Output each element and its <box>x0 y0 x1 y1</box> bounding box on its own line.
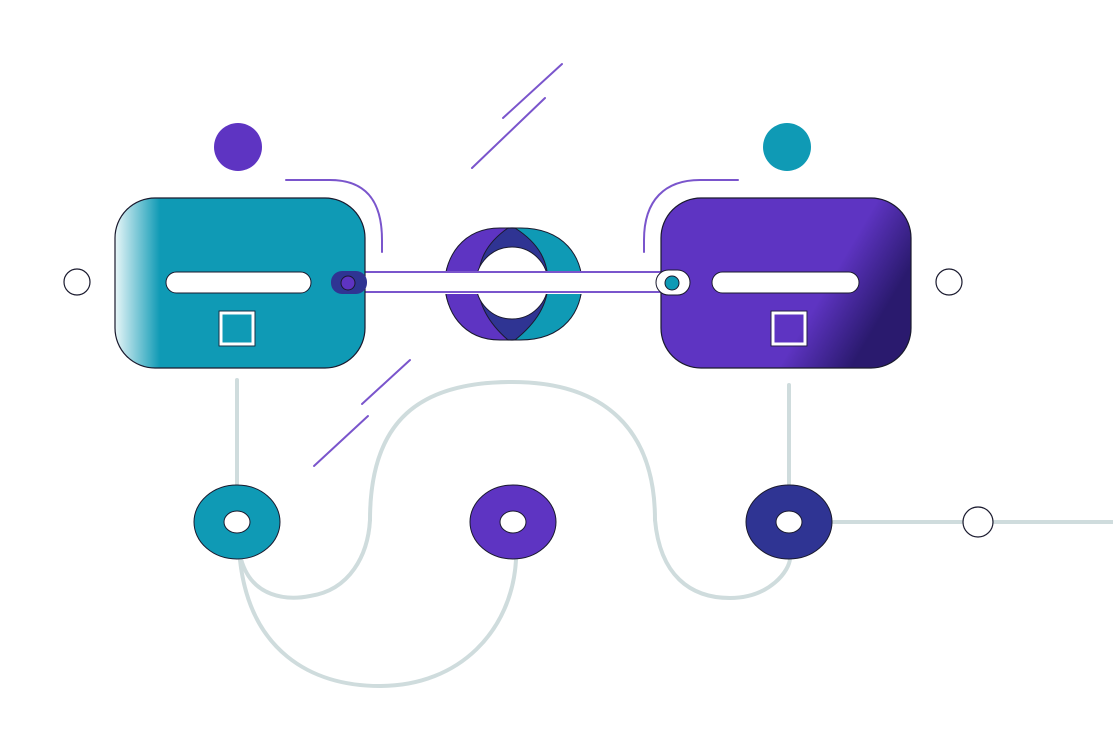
node-right[interactable] <box>745 484 833 560</box>
avatar-dot-right <box>763 123 811 171</box>
square-icon-outline <box>218 310 256 347</box>
slash-line <box>502 63 563 119</box>
left-card[interactable] <box>114 197 367 369</box>
outline-dot <box>63 268 91 296</box>
left-card-bar <box>165 271 312 294</box>
right-card-bar <box>711 271 860 294</box>
link-bar-body <box>358 272 686 294</box>
avatar-dot-left <box>214 123 262 171</box>
node-left[interactable] <box>193 484 281 560</box>
slash-line <box>313 415 369 467</box>
outline-dot <box>935 268 963 296</box>
slash-line <box>361 359 411 405</box>
left-loop <box>238 518 372 600</box>
square-icon <box>219 311 255 346</box>
slash-line <box>471 97 546 169</box>
right-loop <box>653 518 792 601</box>
right-card-port-dot <box>664 275 680 291</box>
bottom-arc <box>238 558 518 689</box>
node-hole <box>775 510 803 534</box>
link-bar <box>358 271 686 294</box>
right-card[interactable] <box>655 197 912 369</box>
big-arc <box>368 379 657 522</box>
square-icon-outline <box>770 310 808 347</box>
accent-strokes <box>285 63 739 467</box>
node-hole <box>223 510 251 534</box>
node-hole <box>499 510 527 534</box>
outline-dot <box>962 506 994 538</box>
left-card-corner-arc <box>285 179 383 253</box>
left-card-port-dot <box>340 275 356 291</box>
right-card-corner-arc <box>643 179 739 253</box>
node-middle[interactable] <box>469 484 557 560</box>
square-icon <box>771 311 807 346</box>
